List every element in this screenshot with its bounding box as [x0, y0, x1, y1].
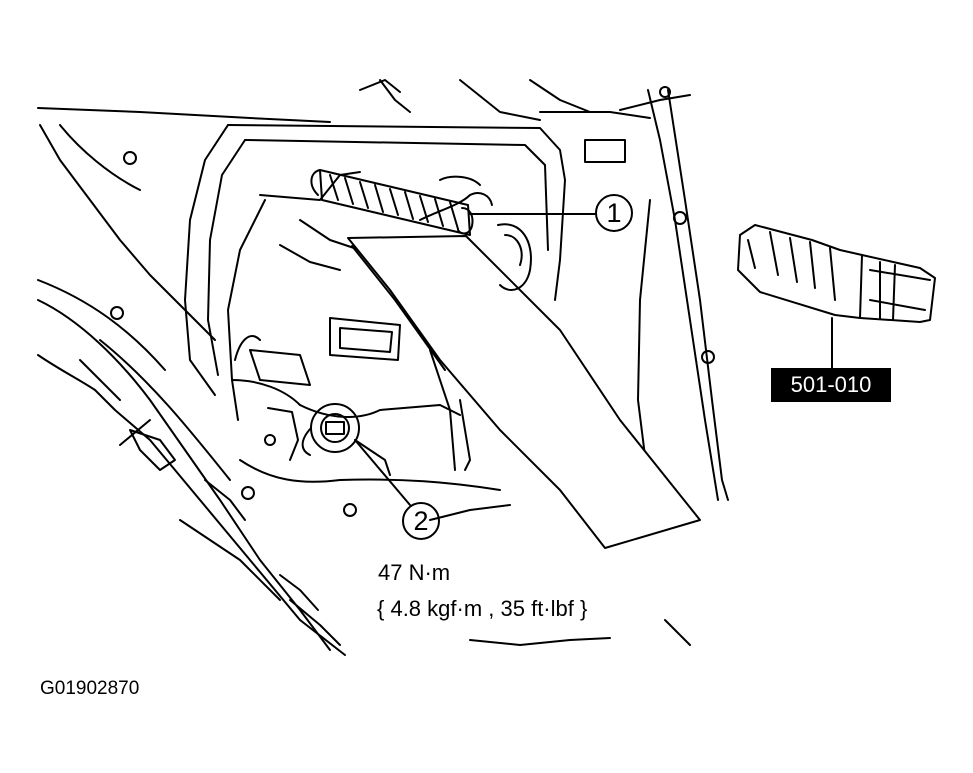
callout-1-label: 1 [606, 198, 622, 228]
torque-spec-secondary: { 4.8 kgf·m , 35 ft·lbf } [377, 596, 588, 621]
seat-belt-webbing [347, 235, 701, 549]
pillar-recess [184, 124, 626, 396]
body-panel-outline [37, 79, 729, 656]
figure-id: G01902870 [40, 678, 140, 699]
pillar-slot [497, 223, 532, 291]
retractor-spool [310, 169, 474, 236]
torque-spec-primary: 47 N·m [378, 560, 451, 585]
anchor-bolt [301, 403, 391, 476]
callout-2-circle [402, 502, 440, 540]
tool-number-label: 501-010 [771, 368, 891, 402]
socket-tool [737, 224, 936, 323]
mounting-holes [110, 86, 715, 517]
callout-1-circle [595, 194, 633, 232]
callout-2-label: 2 [413, 506, 429, 536]
leader-lines [354, 213, 833, 506]
